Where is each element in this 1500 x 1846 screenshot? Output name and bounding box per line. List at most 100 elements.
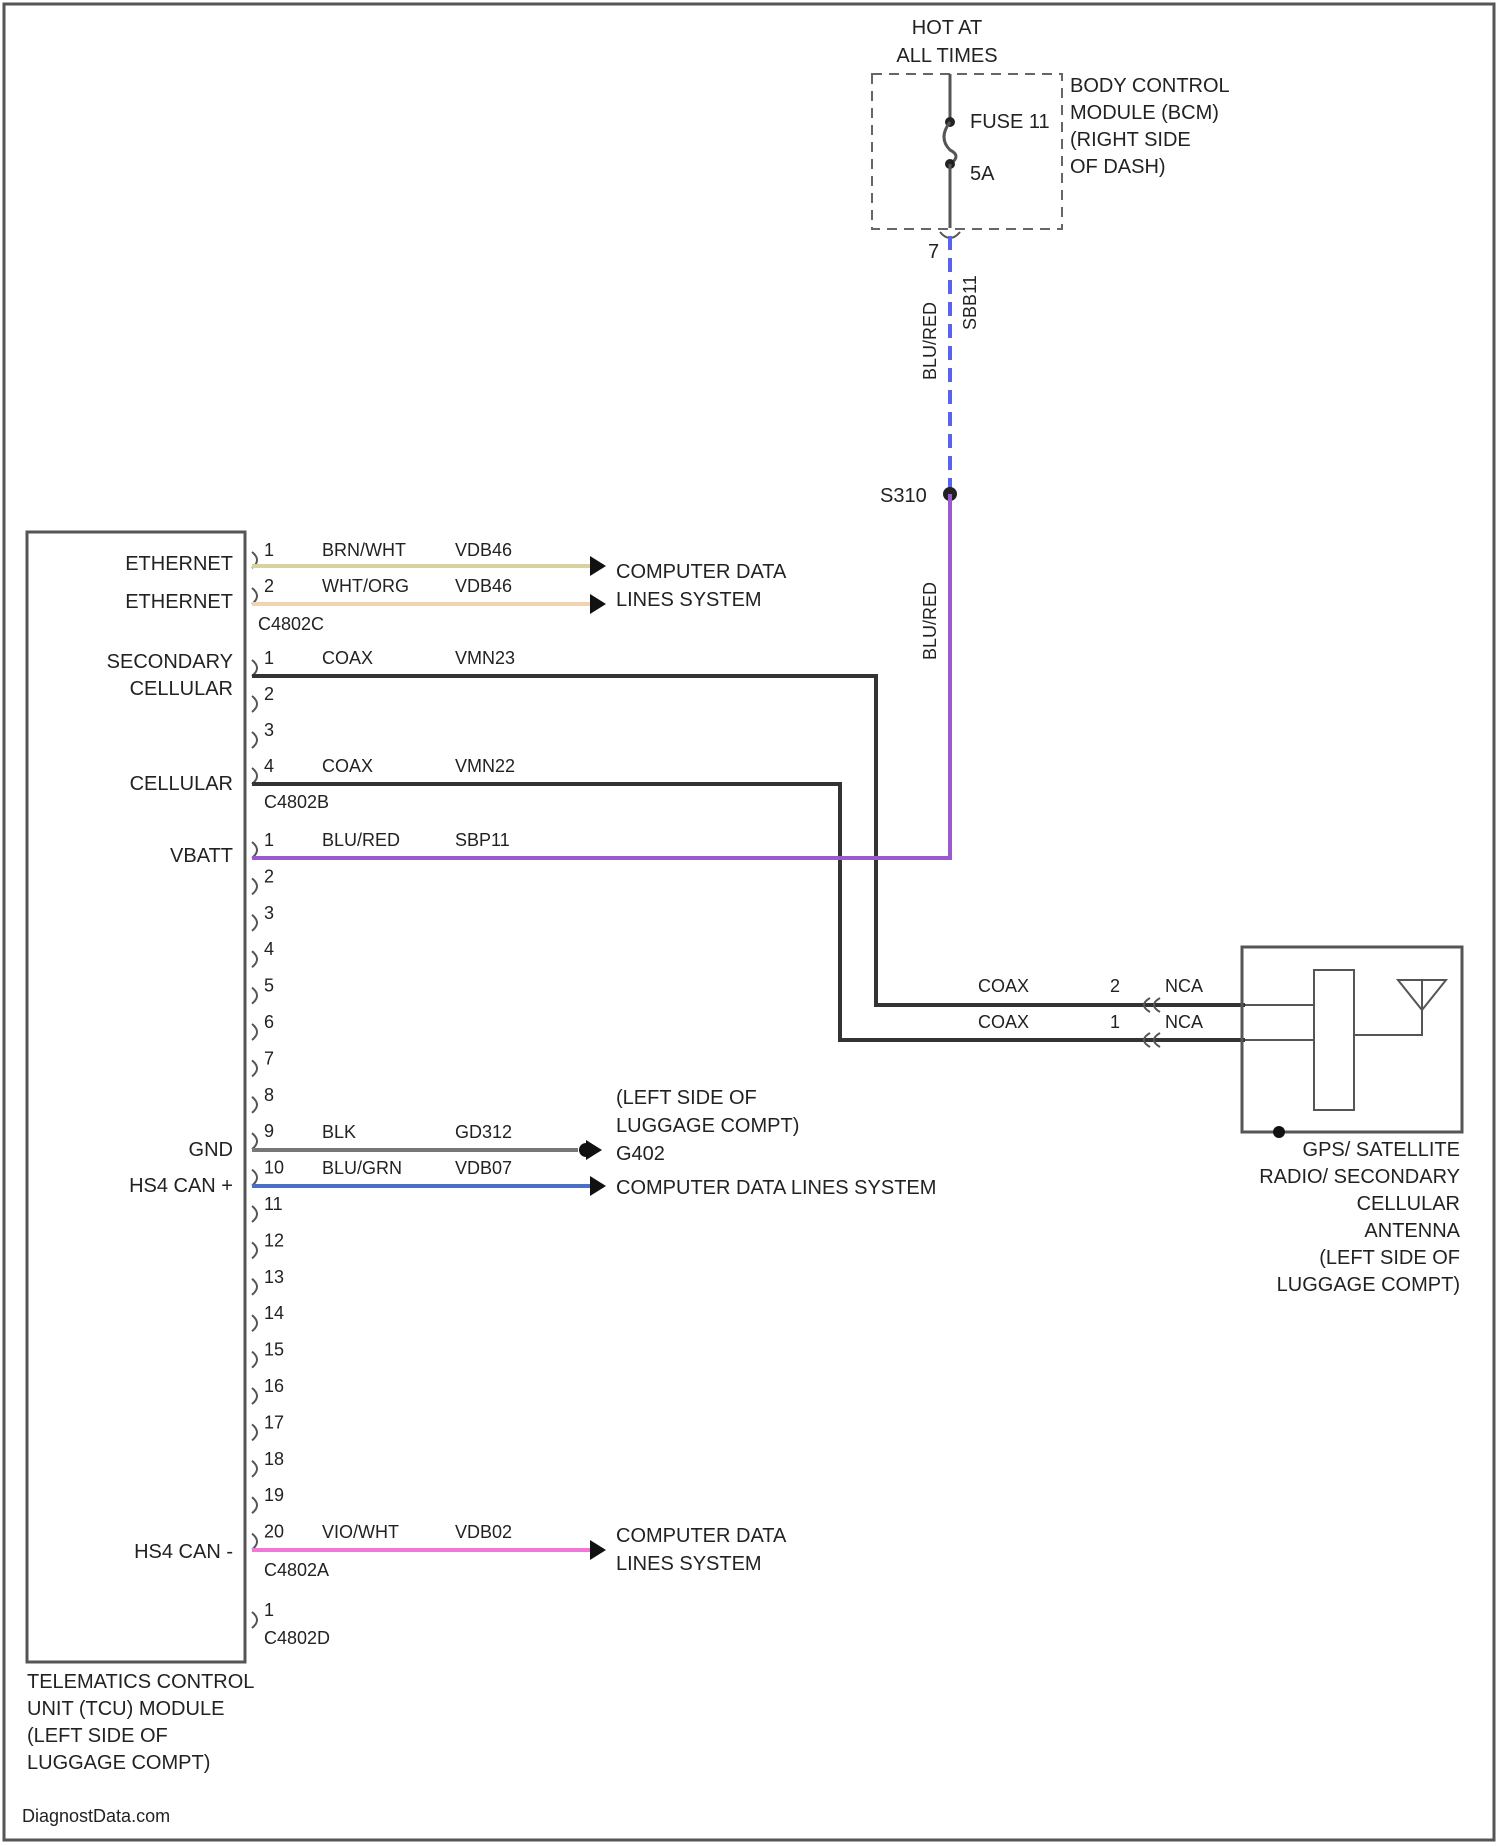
pin-mark [252,732,257,748]
gnd-id: G402 [616,1143,665,1165]
ant-wire2-pin: 1 [1110,1012,1120,1032]
antenna-name-2: RADIO/ SECONDARY [1259,1166,1460,1188]
tcu-pin-secondary-cellular: CELLULAR [130,678,233,700]
pin-mark [252,1024,257,1040]
pin-number: 2 [264,684,274,704]
pin-number: 2 [264,576,274,596]
pin-number: 14 [264,1303,284,1323]
pin-number: 18 [264,1449,284,1469]
antenna-ground-dot [1273,1126,1285,1138]
ant-wire1-pin: 2 [1110,976,1120,996]
ant-wire2-code: NCA [1165,1012,1203,1032]
cellular-coax [252,784,1245,1040]
vbatt-wire-color: BLU/RED [322,830,400,850]
ant-wire1-code: NCA [1165,976,1203,996]
antenna-module [1314,970,1354,1110]
cdl1-line1: COMPUTER DATA [616,561,787,583]
hscan-plus-color: BLU/GRN [322,1158,402,1178]
cell-code: VMN22 [455,756,515,776]
tcu-name-3: (LEFT SIDE OF [27,1725,168,1747]
pin-mark [252,1315,257,1331]
pin-mark [252,1352,257,1368]
pin-number: 5 [264,976,274,996]
gnd-wire-code: GD312 [455,1122,512,1142]
bcm-label-1: BODY CONTROL [1070,75,1230,97]
hscan-minus-color: VIO/WHT [322,1522,399,1542]
bcm-label-4: OF DASH) [1070,156,1166,178]
upper-wire-color: BLU/RED [920,302,940,380]
ethernet-2-color: WHT/ORG [322,576,409,596]
antenna-name-1: GPS/ SATELLITE [1303,1139,1460,1161]
tcu-pin-ethernet-2: ETHERNET [125,591,233,613]
pin-mark [252,1388,257,1404]
pin-mark [252,951,257,967]
tcu-pin-gnd: GND [189,1139,233,1161]
cdl1-line2: LINES SYSTEM [616,589,762,611]
pin-number: 1 [264,648,274,668]
sec-cell-code: VMN23 [455,648,515,668]
pin-number: 1 [264,540,274,560]
pin-mark [252,1060,257,1076]
ethernet-1-code: VDB46 [455,540,512,560]
pin-mark [252,768,257,784]
pin-number: 2 [264,866,274,886]
antenna-name-4: ANTENNA [1364,1220,1460,1242]
hscan-minus-code: VDB02 [455,1522,512,1542]
pin-number: 4 [264,939,274,959]
pin-mark [252,696,257,712]
antenna-name-3: CELLULAR [1357,1193,1460,1215]
pin-number: 3 [264,720,274,740]
pin-mark [252,878,257,894]
ant-wire1-color: COAX [978,976,1029,996]
pin-mark [252,1424,257,1440]
bcm-box [872,74,1062,229]
cdl3-line2: LINES SYSTEM [616,1553,762,1575]
tcu-module-box [27,532,245,1662]
pin-mark [252,660,257,676]
tcu-pin-secondary: SECONDARY [107,651,233,673]
connector-c4802a: C4802A [264,1560,329,1580]
tcu-name-4: LUGGAGE COMPT) [27,1752,210,1774]
connector-c4802c: C4802C [258,614,324,634]
pin-mark [252,988,257,1004]
connector-c4802b: C4802B [264,792,329,812]
ethernet-2-code: VDB46 [455,576,512,596]
ethernet-1-arrow [590,556,606,576]
pin-number: 17 [264,1412,284,1432]
bcm-label-2: MODULE (BCM) [1070,102,1219,124]
upper-wire-code: SBB11 [960,275,980,330]
gnd-wire-color: BLK [322,1122,356,1142]
pin-number: 16 [264,1376,284,1396]
cell-color: COAX [322,756,373,776]
cdl3-line1: COMPUTER DATA [616,1525,787,1547]
pin-mark [252,915,257,931]
fuse-symbol [944,122,956,164]
tcu-name-2: UNIT (TCU) MODULE [27,1698,224,1720]
all-times-label: ALL TIMES [896,45,997,67]
hscan-minus-arrow [590,1540,606,1560]
splice-label: S310 [880,485,927,507]
pin-mark [252,1612,257,1628]
pin-mark [252,1206,257,1222]
hot-at-label: HOT AT [912,17,982,39]
pin-number: 13 [264,1267,284,1287]
antenna-lead [1354,1010,1422,1035]
fuse-label: FUSE 11 [970,111,1050,133]
pin-number: 4 [264,756,274,776]
pin-number: 20 [264,1522,284,1542]
lower-wire-color: BLU/RED [920,582,940,660]
antenna-name-6: LUGGAGE COMPT) [1277,1274,1460,1296]
pin-number: 12 [264,1230,284,1250]
pin-mark [252,1461,257,1477]
pin-number: 15 [264,1340,284,1360]
cdl2-label: COMPUTER DATA LINES SYSTEM [616,1177,936,1199]
gnd-location-1: (LEFT SIDE OF [616,1087,757,1109]
pin-mark [252,1497,257,1513]
pin-mark [252,1534,257,1550]
pin-mark [252,842,257,858]
tcu-pin-vbatt: VBATT [170,845,233,867]
secondary-cellular-coax [252,676,1245,1005]
ethernet-1-color: BRN/WHT [322,540,406,560]
tcu-pin-ethernet-1: ETHERNET [125,553,233,575]
